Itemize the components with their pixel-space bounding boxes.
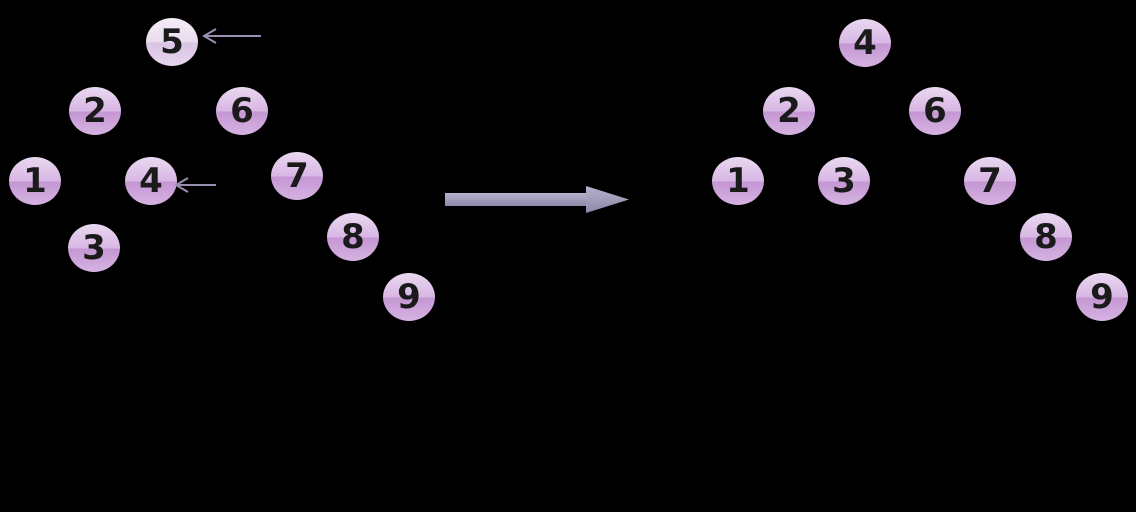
tree-node-5-highlighted: 5 [146,18,198,66]
after-tree: 4 2 6 1 3 7 8 9 [712,19,1128,321]
tree-node-4: 4 [839,19,891,67]
tree-node-9: 9 [1076,273,1128,321]
node-label: 3 [832,161,856,201]
node-label: 5 [160,22,184,62]
node-label: 9 [397,277,421,317]
node-label: 2 [83,91,107,131]
tree-node-1: 1 [9,157,61,205]
tree-node-9: 9 [383,273,435,321]
tree-node-8: 8 [327,213,379,261]
before-tree: 5 2 6 1 4 3 7 8 [9,18,435,321]
node-label: 7 [285,156,309,196]
node-label: 6 [230,91,254,131]
tree-node-6: 6 [216,87,268,135]
tree-node-4: 4 [125,157,177,205]
node-label: 7 [978,161,1002,201]
node-label: 1 [23,161,47,201]
arrow-right-icon [445,186,629,213]
node-label: 3 [82,228,106,268]
tree-node-8: 8 [1020,213,1072,261]
tree-node-6: 6 [909,87,961,135]
node-label: 6 [923,91,947,131]
node-label: 8 [1034,217,1058,257]
arrow-left-icon [174,177,216,193]
node-label: 4 [139,161,163,201]
node-label: 8 [341,217,365,257]
arrow-left-icon [202,28,261,44]
node-label: 2 [777,91,801,131]
tree-node-1: 1 [712,157,764,205]
node-label: 4 [853,23,877,63]
tree-node-3: 3 [68,224,120,272]
tree-node-3: 3 [818,157,870,205]
node-label: 1 [726,161,750,201]
tree-node-2: 2 [763,87,815,135]
tree-node-7: 7 [271,152,323,200]
tree-node-2: 2 [69,87,121,135]
node-label: 9 [1090,277,1114,317]
tree-node-7: 7 [964,157,1016,205]
